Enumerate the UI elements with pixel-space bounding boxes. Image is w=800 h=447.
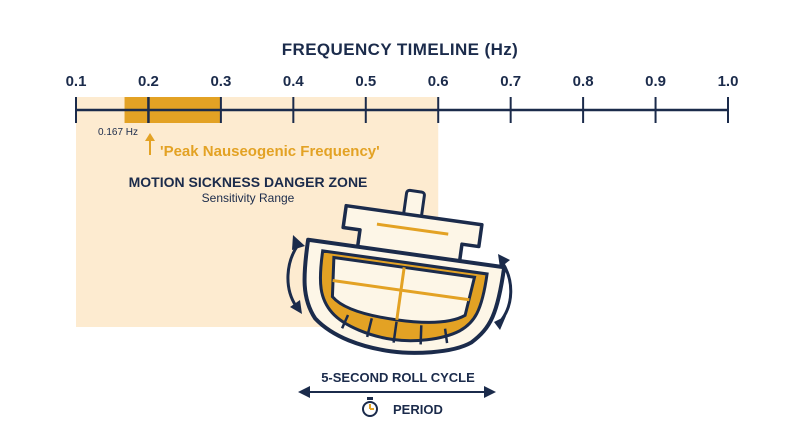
danger-zone-title: MOTION SICKNESS DANGER ZONE: [128, 174, 368, 190]
timeline-tick-label: 0.6: [427, 73, 449, 90]
timeline-tick-label: 0.1: [65, 73, 87, 90]
marker-frequency-label: 0.167 Hz: [98, 127, 139, 138]
peak-frequency-label: 'Peak Nauseogenic Frequency': [160, 143, 380, 160]
timeline-tick-label: 0.4: [282, 73, 304, 90]
danger-zone-subtitle: Sensitivity Range: [201, 191, 295, 205]
roll-cycle-label: 5-SECOND ROLL CYCLE: [321, 370, 475, 385]
roll-arrow-icon: [494, 254, 513, 330]
timeline-tick-label: 0.2: [138, 73, 159, 90]
timeline-tick-label: 0.3: [210, 73, 232, 90]
ship-icon: [302, 188, 507, 355]
period-label: PERIOD: [393, 402, 443, 417]
page-title: FREQUENCY TIMELINE (Hz): [281, 40, 519, 59]
timeline-tick-label: 0.9: [645, 73, 666, 90]
timeline-tick-label: 0.8: [572, 73, 594, 90]
timeline-tick-label: 1.0: [717, 73, 739, 90]
roll-arrow-icon: [286, 235, 305, 314]
timeline-tick-label: 0.5: [355, 73, 377, 90]
cycle-double-arrow: [298, 386, 496, 398]
peak-arrow-icon: [145, 133, 155, 155]
stopwatch-icon: [362, 397, 378, 417]
timeline-tick-label: 0.7: [500, 73, 522, 90]
